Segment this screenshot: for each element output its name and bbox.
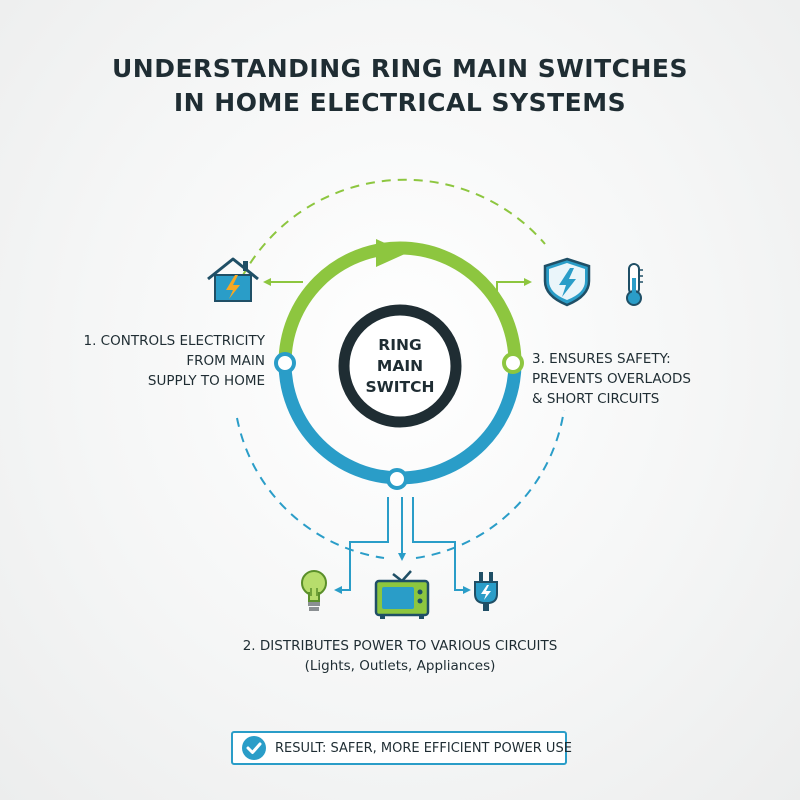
house-bolt-icon — [207, 257, 259, 302]
connector-to-shield — [496, 281, 528, 297]
point-two-line-1: 2. DISTRIBUTES POWER TO VARIOUS CIRCUITS — [242, 638, 558, 654]
center-label-line-3: SWITCH — [365, 378, 435, 396]
center-label: RING MAIN SWITCH — [330, 335, 470, 398]
center-ring — [338, 304, 462, 428]
node-right — [502, 352, 524, 374]
point-one-line-2: FROM MAIN — [186, 353, 265, 369]
television-icon — [374, 570, 430, 619]
title-line-2: IN HOME ELECTRICAL SYSTEMS — [173, 88, 627, 117]
point-two-line-2: (Lights, Outlets, Appliances) — [304, 658, 496, 674]
distribution-lines — [338, 497, 467, 591]
point-one-line-3: SUPPLY TO HOME — [147, 373, 265, 389]
point-three-label: 3. ENSURES SAFETY: PREVENTS OVERLAODS & … — [532, 349, 762, 409]
point-three-line-1: 3. ENSURES SAFETY: — [532, 351, 671, 367]
point-three-line-3: & SHORT CIRCUITS — [532, 391, 660, 407]
shield-bolt-icon — [543, 257, 591, 307]
node-bottom — [386, 468, 408, 490]
center-label-line-2: MAIN — [376, 357, 424, 375]
arrow-to-plug — [463, 586, 471, 594]
result-banner: RESULT: SAFER, MORE EFFICIENT POWER USE — [231, 731, 572, 765]
point-one-line-1: 1. CONTROLS ELECTRICITY — [83, 333, 265, 349]
check-circle-icon — [242, 736, 266, 760]
point-one-label: 1. CONTROLS ELECTRICITY FROM MAIN SUPPLY… — [60, 331, 265, 391]
point-three-line-2: PREVENTS OVERLAODS — [532, 371, 691, 387]
arrow-to-bulb — [334, 586, 342, 594]
connector-to-house-arrowhead — [263, 278, 271, 286]
ring-green-half — [278, 241, 522, 364]
result-text: RESULT: SAFER, MORE EFFICIENT POWER USE — [275, 740, 572, 756]
diagram-title: UNDERSTANDING RING MAIN SWITCHES IN HOME… — [0, 52, 800, 120]
node-left — [274, 352, 296, 374]
center-label-line-1: RING — [378, 336, 422, 354]
outer-dashed-arc-right — [415, 409, 565, 559]
title-line-1: UNDERSTANDING RING MAIN SWITCHES — [111, 54, 689, 83]
connector-to-shield-arrowhead — [524, 278, 532, 286]
thermometer-icon — [626, 263, 643, 306]
plug-icon — [474, 572, 498, 611]
outer-dashed-arc-top — [241, 178, 546, 278]
light-bulb-icon — [301, 570, 327, 611]
point-two-label: 2. DISTRIBUTES POWER TO VARIOUS CIRCUITS… — [0, 636, 800, 676]
arrow-to-tv — [398, 553, 406, 561]
ring-direction-arrow — [376, 239, 407, 267]
